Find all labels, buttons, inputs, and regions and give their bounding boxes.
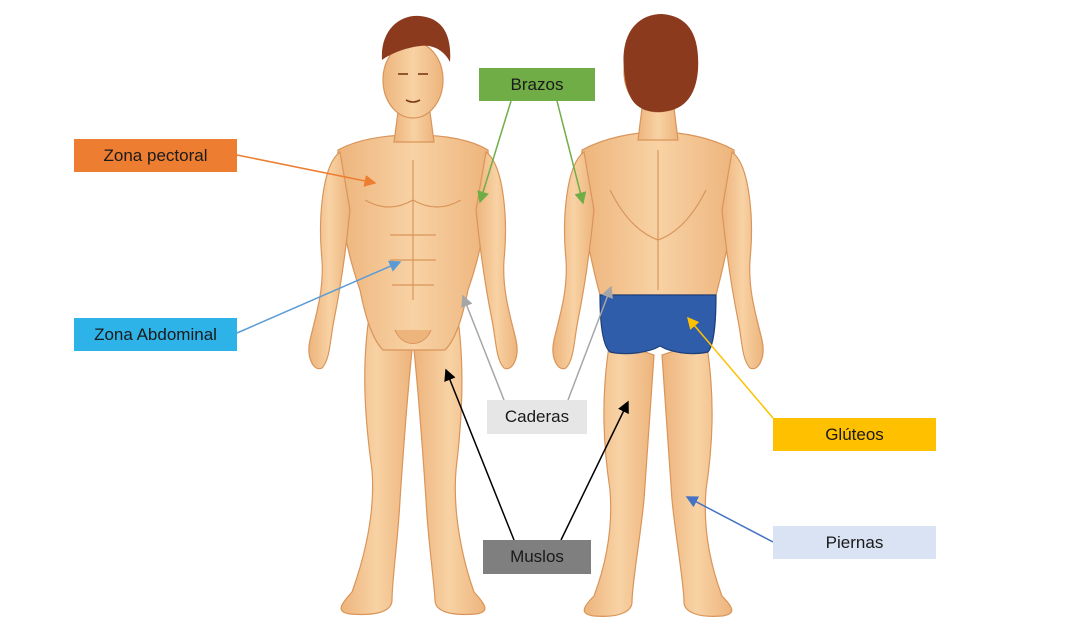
arrow-gluteos — [687, 316, 774, 419]
back-briefs — [599, 294, 717, 355]
label-piernas: Piernas — [773, 526, 936, 559]
back-hair — [623, 14, 699, 112]
arrow-piernas — [685, 496, 774, 543]
label-caderas: Caderas — [487, 400, 587, 434]
label-zona-abdominal: Zona Abdominal — [74, 318, 237, 351]
arrow-abdominal — [236, 260, 402, 334]
back-muscle-lines — [609, 150, 707, 290]
label-brazos: Brazos — [479, 68, 595, 101]
front-hair — [381, 15, 451, 62]
arrow-muslos-back — [560, 400, 629, 541]
front-figure — [308, 41, 518, 616]
arrow-caderas-back — [567, 285, 613, 401]
arrow-caderas-front — [461, 294, 505, 401]
label-muslos: Muslos — [483, 540, 591, 574]
front-face — [398, 73, 428, 103]
arrow-muslos-front — [444, 368, 515, 541]
arrow-brazos-front — [477, 100, 512, 204]
front-muscle-lines — [364, 160, 462, 341]
label-gluteos: Glúteos — [773, 418, 936, 451]
arrow-brazos-back — [556, 100, 587, 205]
label-zona-pectoral: Zona pectoral — [74, 139, 237, 172]
arrow-pectoral — [236, 154, 377, 187]
